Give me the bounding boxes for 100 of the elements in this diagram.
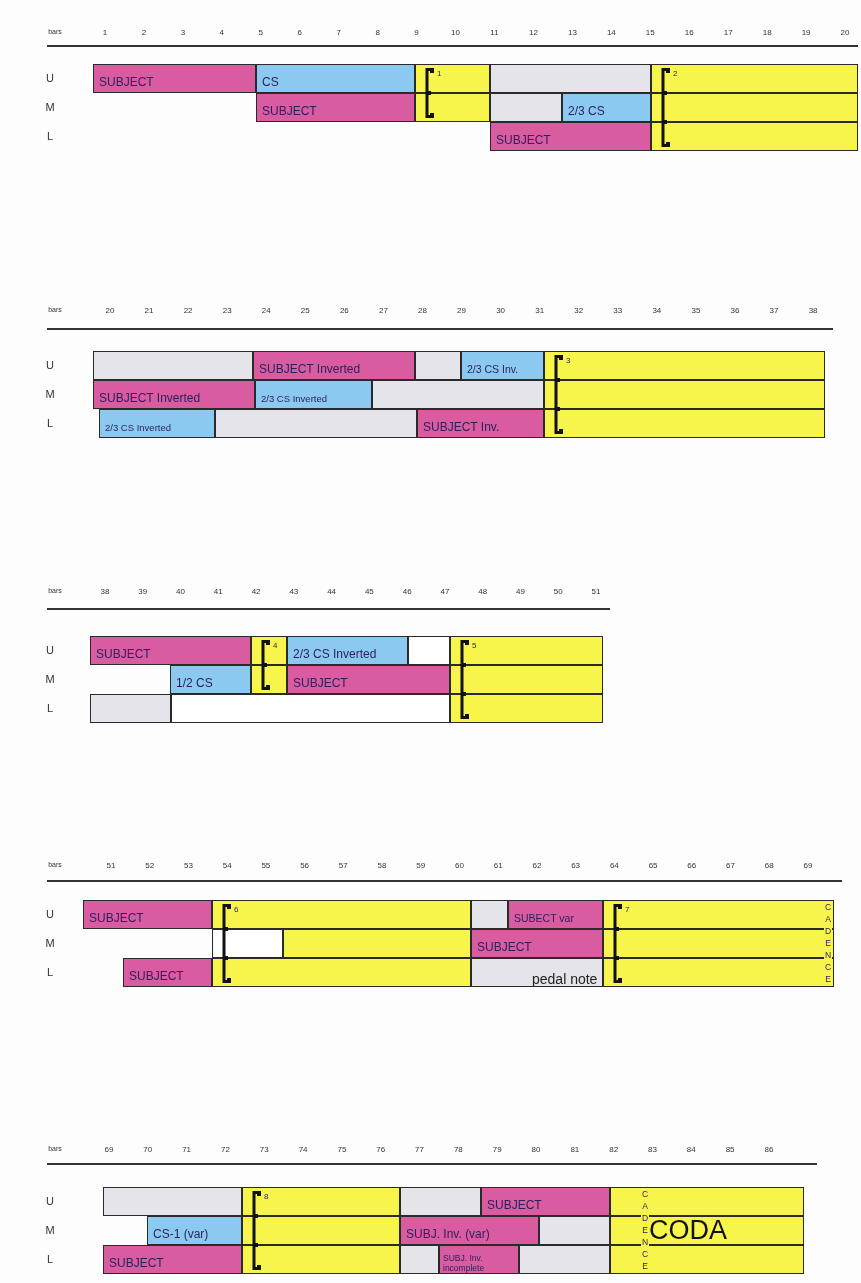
- segment-label: CS: [262, 76, 279, 89]
- bar-number: 27: [378, 306, 388, 315]
- bar-number: 83: [648, 1145, 657, 1154]
- bar-number: 16: [684, 28, 694, 37]
- vertical-text: CADENCE: [824, 901, 832, 985]
- segment-label: SUBJECT: [496, 134, 551, 147]
- voice-segment: [83, 900, 212, 929]
- segment-label: 2/3 CS: [568, 105, 605, 118]
- segment-label: SUBJ. Inv. (var): [406, 1228, 490, 1241]
- voice-label: L: [46, 417, 54, 429]
- bar-number: 44: [327, 587, 337, 596]
- bar-number: 34: [652, 306, 662, 315]
- segment-label: 2/3 CS Inverted: [105, 421, 171, 434]
- bar-number: 35: [691, 306, 701, 315]
- bar-number: 79: [492, 1145, 502, 1154]
- bar-number: 62: [532, 861, 542, 870]
- bar-number: 53: [184, 861, 193, 870]
- bar-number: 23: [222, 306, 232, 315]
- segment-label: 1/2 CS: [176, 677, 213, 690]
- segment-label: SUBJECT: [262, 105, 317, 118]
- segment-label: 2/3 CS Inverted: [293, 648, 377, 661]
- voice-segment: [603, 929, 834, 958]
- segment-label: SUBJECT Inverted: [259, 363, 361, 376]
- voice-label: M: [45, 937, 55, 949]
- bar-number: 61: [493, 861, 503, 870]
- bar-number: 3: [180, 28, 186, 37]
- episode-number: 8: [264, 1191, 269, 1203]
- segment-label: 2/3 CS Inverted: [261, 392, 327, 405]
- voice-segment: [123, 958, 212, 987]
- bar-number: 17: [723, 28, 733, 37]
- voice-label: L: [46, 966, 54, 978]
- voice-segment: [147, 1216, 242, 1245]
- bar-number: 58: [377, 861, 387, 870]
- voice-segment: [651, 93, 858, 122]
- bar-number: 85: [725, 1145, 735, 1154]
- voice-segment: [544, 351, 825, 380]
- segment-label: SUBJECT: [487, 1199, 542, 1212]
- bar-number: 22: [183, 306, 193, 315]
- voice-segment: [256, 64, 415, 93]
- voice-segment: [242, 1187, 400, 1216]
- bar-number: 46: [402, 587, 412, 596]
- bar-number: 12: [529, 28, 538, 37]
- segment-label: SUBJECT: [129, 970, 184, 983]
- bar-number: 7: [336, 28, 341, 37]
- segment-label: SUBJECT: [293, 677, 348, 690]
- bar-number: 30: [496, 306, 506, 315]
- bar-number: 60: [455, 861, 464, 870]
- bar-number: 1: [102, 28, 108, 37]
- segment-label: SUBJECT: [99, 76, 154, 89]
- segment-label: CODA: [649, 1217, 727, 1244]
- episode-number: 5: [472, 640, 477, 652]
- bar-number: 59: [416, 861, 426, 870]
- voice-label: U: [46, 72, 54, 84]
- voice-segment: [400, 1187, 481, 1216]
- segment-label: SUBECT var: [514, 912, 574, 925]
- bar-number: 66: [687, 861, 697, 870]
- bar-number: 25: [300, 306, 310, 315]
- voice-segment: [242, 1245, 400, 1274]
- voice-segment: [251, 636, 287, 665]
- voice-segment: [400, 1245, 439, 1274]
- voice-segment: [471, 900, 508, 929]
- bar-number: 32: [574, 306, 584, 315]
- voice-segment: [603, 958, 834, 987]
- bar-number: 6: [297, 28, 302, 37]
- voice-segment: [415, 351, 461, 380]
- voice-segment: [450, 636, 603, 665]
- voice-segment: [544, 409, 825, 438]
- voice-segment: [471, 929, 603, 958]
- voice-label: U: [46, 644, 54, 656]
- bar-number: 48: [478, 587, 488, 596]
- bar-number: 45: [364, 587, 374, 596]
- segment-label: SUBJECT: [477, 941, 532, 954]
- bar-number: 78: [453, 1145, 463, 1154]
- bar-number: 36: [730, 306, 740, 315]
- episode-number: 3: [566, 355, 571, 367]
- segment-label: SUBJECT Inverted: [99, 392, 201, 405]
- voice-segment: [215, 409, 417, 438]
- voice-segment: [212, 958, 471, 987]
- voice-segment: [212, 900, 471, 929]
- voice-segment: [372, 380, 544, 409]
- voice-segment: [490, 122, 651, 151]
- bar-number: 47: [440, 587, 450, 596]
- bar-number: 80: [531, 1145, 541, 1154]
- voice-segment: [610, 1216, 804, 1245]
- voice-segment: [417, 409, 544, 438]
- bar-number: 38: [100, 587, 110, 596]
- voice-segment: [93, 64, 256, 93]
- bar-number: 75: [337, 1145, 347, 1154]
- bar-number: 84: [686, 1145, 696, 1154]
- voice-segment: [610, 1187, 804, 1216]
- bar-number: 13: [567, 28, 577, 37]
- bar-number: 38: [808, 306, 818, 315]
- bar-number: 76: [376, 1145, 386, 1154]
- voice-label: M: [45, 101, 55, 113]
- voice-segment: [471, 958, 603, 987]
- bar-number: 72: [221, 1145, 230, 1154]
- segment-label: SUBJ. Inv. incomplete: [443, 1253, 486, 1273]
- voice-segment: [283, 929, 471, 958]
- voice-segment: [461, 351, 544, 380]
- bar-number: 57: [338, 861, 348, 870]
